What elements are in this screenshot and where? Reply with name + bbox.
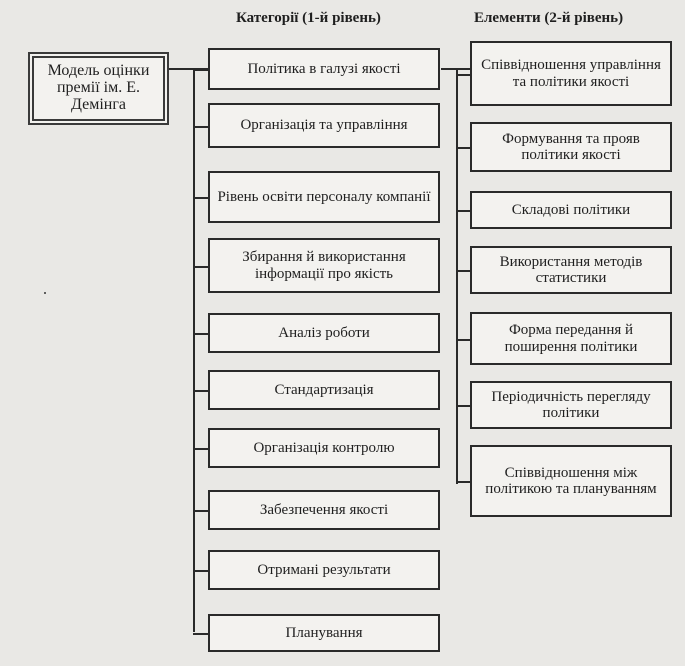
element-label: Співвідношення управління та політики як… — [481, 57, 661, 90]
category-label: Політика в галузі якості — [247, 60, 401, 77]
element-label: Форма передання й поширення політики — [504, 322, 638, 355]
category-label: Збирання й використання інформації про я… — [242, 249, 406, 282]
category-branch-line — [193, 633, 208, 635]
category-branch-line — [193, 510, 208, 512]
element-box: Формування та прояв політики якості — [470, 122, 672, 172]
category-label: Отримані результати — [257, 561, 391, 578]
element-branch-line — [456, 481, 470, 483]
category-box: Збирання й використання інформації про я… — [208, 238, 440, 293]
category-box: Аналіз роботи — [208, 313, 440, 353]
category-label: Організація контролю — [253, 439, 395, 456]
category-branch-line — [193, 333, 208, 335]
element-label: Формування та прояв політики якості — [502, 130, 640, 163]
category-label: Рівень освіти персоналу компанії — [217, 188, 431, 205]
categories-spine — [193, 68, 195, 632]
element-branch-line — [456, 339, 470, 341]
element-box: Співвідношення між політикою та плануван… — [470, 445, 672, 517]
element-label: Складові політики — [511, 201, 631, 218]
category-box: Політика в галузі якості — [208, 48, 440, 90]
category-branch-line — [193, 570, 208, 572]
root-connector — [169, 68, 208, 70]
category-branch-line — [193, 448, 208, 450]
category-branch-line — [193, 69, 208, 71]
element-box: Періодичність перегляду політики — [470, 381, 672, 429]
category-label: Забезпечення якості — [259, 501, 389, 518]
element-branch-line — [456, 270, 470, 272]
root-model-label: Модель оцінки премії ім. Е. Демінга — [47, 62, 150, 113]
element-box: Складові політики — [470, 191, 672, 229]
stray-dot — [44, 292, 46, 294]
element-label: Співвідношення між політикою та плануван… — [485, 464, 657, 497]
elements-header: Елементи (2-й рівень) — [474, 10, 624, 26]
category-label: Стандартизація — [274, 381, 374, 398]
category-branch-line — [193, 197, 208, 199]
element-branch-line — [456, 147, 470, 149]
element-branch-line — [456, 210, 470, 212]
category-box: Стандартизація — [208, 370, 440, 410]
category-box: Забезпечення якості — [208, 490, 440, 530]
category-box: Отримані результати — [208, 550, 440, 590]
category-branch-line — [193, 266, 208, 268]
category-branch-line — [193, 390, 208, 392]
category-label: Організація та управління — [240, 117, 408, 134]
element-box: Форма передання й поширення політики — [470, 312, 672, 365]
category-branch-line — [193, 126, 208, 128]
elements-spine — [456, 68, 458, 484]
element-branch-line — [456, 74, 470, 76]
category-box: Організація контролю — [208, 428, 440, 468]
root-model-box: Модель оцінки премії ім. Е. Демінга — [28, 52, 169, 125]
category-box: Рівень освіти персоналу компанії — [208, 171, 440, 223]
category-label: Аналіз роботи — [278, 324, 370, 341]
category-label: Планування — [285, 624, 363, 641]
element-box: Співвідношення управління та політики як… — [470, 41, 672, 106]
element-box: Використання методів статистики — [470, 246, 672, 294]
element-branch-line — [456, 405, 470, 407]
categories-header: Категорії (1-й рівень) — [236, 10, 381, 26]
element-label: Використання методів статистики — [499, 253, 643, 286]
category-box: Організація та управління — [208, 103, 440, 148]
element-label: Періодичність перегляду політики — [491, 388, 651, 421]
category-box: Планування — [208, 614, 440, 652]
